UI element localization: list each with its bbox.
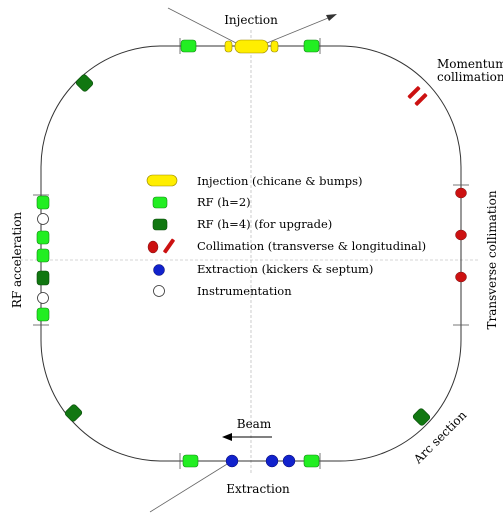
rf-h2-cavity <box>36 307 50 322</box>
injection-label: Injection <box>224 13 278 27</box>
momentum-collimation-label: Momentum <box>437 57 503 71</box>
transverse-collimation-label: Transverse collimation <box>485 190 499 329</box>
extraction-line <box>149 460 233 513</box>
section-ticks <box>33 38 469 469</box>
transverse-collimator <box>455 271 467 283</box>
rf-h2-cavity <box>182 454 199 468</box>
legend-rf-h4-symbol <box>152 218 168 231</box>
legend-extraction-symbol <box>153 264 165 276</box>
injection-outgoing-line <box>261 15 334 46</box>
rf-h4-cavity <box>412 408 431 426</box>
legend-extraction-label: Extraction (kickers & septum) <box>197 262 373 276</box>
injection-bump-magnet <box>270 40 279 53</box>
legend-instrumentation-label: Instrumentation <box>197 284 292 298</box>
extraction-kicker <box>282 454 296 468</box>
rf-h4-cavity <box>64 404 83 422</box>
legend-injection-symbol <box>146 174 178 187</box>
momentum-collimation-label-2: collimation <box>437 70 503 84</box>
rf-h4-cavity <box>36 270 50 286</box>
legend-rf-h2-label: RF (h=2) <box>197 195 251 209</box>
beam-direction-arrow-head <box>222 433 232 441</box>
legend-collimation-ellipse-symbol <box>147 240 159 254</box>
injection-bump-magnet <box>224 40 233 53</box>
ring-path <box>40 45 462 462</box>
legend-collimation-label: Collimation (transverse & longitudinal) <box>197 239 426 253</box>
transverse-collimator <box>455 187 467 199</box>
rf-h2-cavity <box>303 454 320 468</box>
beam-label: Beam <box>237 417 272 431</box>
rf-h2-cavity <box>36 195 50 210</box>
injection-incoming-line <box>167 7 241 46</box>
extraction-label: Extraction <box>226 482 290 496</box>
extraction-kicker <box>265 454 279 468</box>
legend-collimation-slash-symbol <box>163 238 175 254</box>
instrumentation-monitor <box>37 292 49 304</box>
rf-h2-cavity <box>36 230 50 245</box>
momentum-collimator <box>407 86 421 99</box>
extraction-septum <box>225 454 239 468</box>
momentum-collimator <box>414 93 428 106</box>
rf-h2-cavity <box>180 39 197 53</box>
instrumentation-monitor <box>37 213 49 225</box>
rf-h2-cavity <box>36 248 50 263</box>
legend-injection-label: Injection (chicane & bumps) <box>197 174 363 188</box>
transverse-collimator <box>455 229 467 241</box>
legend-rf-h4-label: RF (h=4) (for upgrade) <box>197 217 332 231</box>
rf-h4-cavity <box>75 74 94 92</box>
rf-acceleration-label: RF acceleration <box>10 212 24 309</box>
rf-h2-cavity <box>303 39 320 53</box>
legend: Injection (chicane & bumps) RF (h=2) RF … <box>146 174 426 298</box>
injection-chicane-magnet <box>234 39 269 54</box>
legend-instrumentation-symbol <box>153 285 165 297</box>
injection-arrow-head <box>326 14 337 21</box>
legend-rf-h2-symbol <box>152 196 168 209</box>
